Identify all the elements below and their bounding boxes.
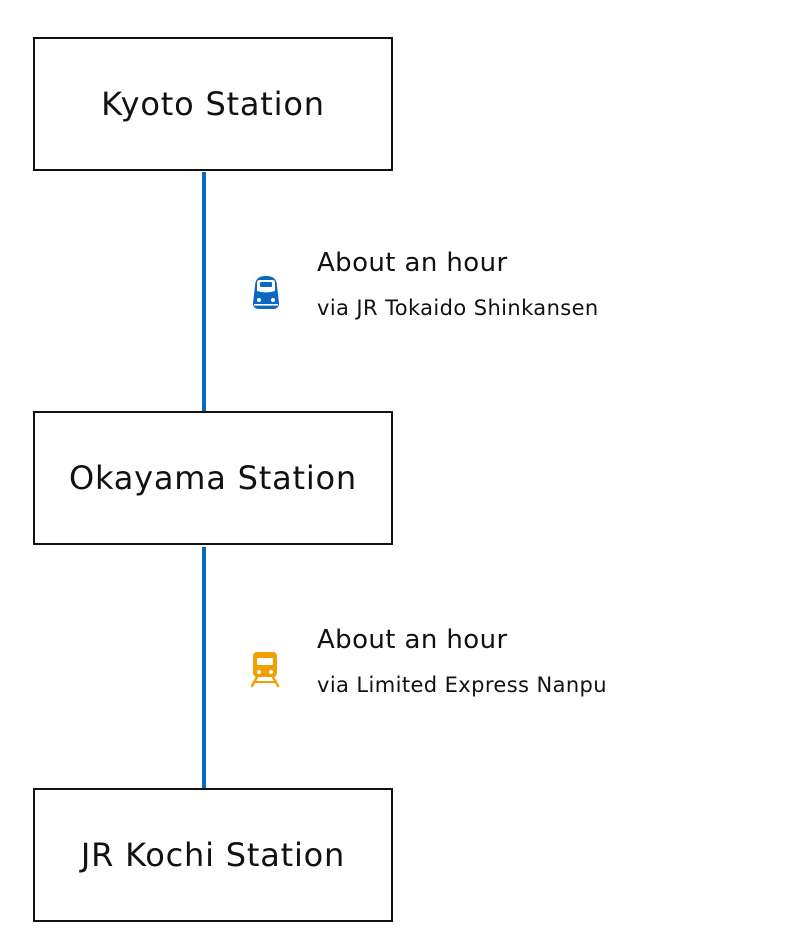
station-name: JR Kochi Station [80,836,346,874]
train-icon [250,652,280,688]
station-name: Okayama Station [68,459,358,497]
travel-route: via Limited Express Nanpu [317,673,607,697]
segment-info-limited-express: About an hour via Limited Express Nanpu [317,625,607,697]
segment-info-shinkansen: About an hour via JR Tokaido Shinkansen [317,248,599,320]
travel-route: via JR Tokaido Shinkansen [317,296,599,320]
station-name: Kyoto Station [101,85,325,123]
station-box-kochi: JR Kochi Station [33,788,393,922]
travel-duration: About an hour [317,625,508,655]
station-box-okayama: Okayama Station [33,411,393,545]
route-line-okayama-kochi [202,547,206,790]
route-line-kyoto-okayama [202,172,206,412]
travel-duration: About an hour [317,248,508,278]
station-box-kyoto: Kyoto Station [33,37,393,171]
shinkansen-icon [253,276,279,309]
